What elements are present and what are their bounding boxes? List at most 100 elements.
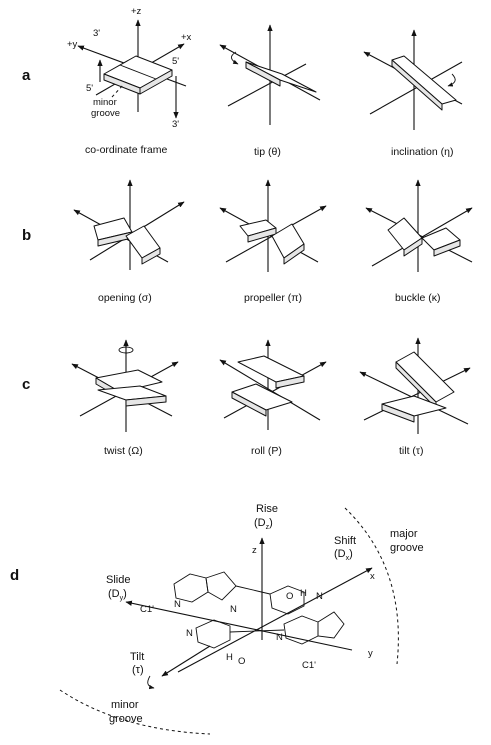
caption-tip: tip (θ) xyxy=(254,146,281,158)
incl-plate-side xyxy=(391,59,443,111)
minor-groove-arc xyxy=(59,689,211,735)
atom-N3: N xyxy=(186,628,193,639)
label-plus-x: +x xyxy=(181,32,192,43)
label-3prime-top: 3' xyxy=(93,28,100,39)
rise-sub-index: z xyxy=(266,524,270,531)
rear-ring-1 xyxy=(173,573,209,603)
label-rise: Rise xyxy=(256,503,278,515)
base-pair-step-diagram: O H N N N H O N N C1' C1' Rise (Dz) Shif… xyxy=(59,503,424,735)
front-ring-1 xyxy=(195,619,231,649)
atom-H2: H xyxy=(226,652,233,663)
major-groove-arc xyxy=(344,507,399,665)
buck-x-axis xyxy=(371,207,473,267)
tilt-plate-lower-side xyxy=(381,403,415,423)
plate-divider xyxy=(119,64,157,80)
caption-propeller: propeller (π) xyxy=(244,292,302,304)
tilt-x-axis xyxy=(363,367,471,421)
buck-plate-left-side xyxy=(403,237,423,257)
incl-plate xyxy=(391,55,457,105)
label-3prime-bottom: 3' xyxy=(172,119,179,130)
d-y-axis xyxy=(125,600,353,651)
label-slide: Slide xyxy=(106,574,130,586)
open-plate-right-side xyxy=(141,247,161,265)
label-groove: groove xyxy=(91,108,120,119)
incl-rotation-arrow xyxy=(447,73,456,87)
caption-opening: opening (σ) xyxy=(98,292,152,304)
atom-N5: N xyxy=(276,632,283,643)
roll-diagram xyxy=(219,339,327,430)
twist-rotation-arrow xyxy=(118,346,134,354)
atom-C1-right: C1' xyxy=(302,660,316,671)
label-axis-x: x xyxy=(370,571,375,582)
front-ring-3 xyxy=(317,611,345,639)
label-major: major xyxy=(390,528,418,540)
caption-roll: roll (P) xyxy=(251,445,282,457)
slide-sub-close: ) xyxy=(123,588,127,600)
atom-O1: O xyxy=(286,591,293,602)
label-minor-groove-d: groove xyxy=(109,713,143,725)
roll-plate-bottom-side xyxy=(231,391,267,417)
shift-sub-open: (D xyxy=(334,548,346,560)
label-5prime-left: 5' xyxy=(86,83,93,94)
roll-plate-top-side xyxy=(275,375,305,389)
buckle-diagram xyxy=(365,179,473,272)
row-label-c: c xyxy=(22,376,30,393)
plate-side-right xyxy=(139,69,173,95)
roll-y-axis xyxy=(219,359,321,421)
atom-N2: N xyxy=(174,599,181,610)
incl-x-axis xyxy=(369,61,463,115)
roll-x-axis xyxy=(223,361,327,419)
label-plus-y: +y xyxy=(67,39,78,50)
prop-plate-right-side xyxy=(283,243,305,265)
twist-plate-bottom-side xyxy=(125,395,167,407)
slide-sub-index: y xyxy=(120,595,124,602)
label-major-groove: groove xyxy=(390,542,424,554)
label-axis-z: z xyxy=(252,545,257,556)
row-label-b: b xyxy=(22,227,31,244)
rear-base-pair xyxy=(173,571,305,615)
rear-ring-3 xyxy=(269,585,305,615)
tip-x-axis xyxy=(227,63,307,107)
d-x-axis xyxy=(177,567,373,673)
opening-diagram xyxy=(73,179,185,270)
atom-H1: H xyxy=(300,588,307,599)
atom-O2: O xyxy=(238,656,245,667)
row-label-d: d xyxy=(10,567,19,584)
label-5prime-right: 5' xyxy=(172,56,179,67)
caption-buckle: buckle (κ) xyxy=(395,292,441,304)
slide-sub-open: (D xyxy=(108,588,120,600)
twist-diagram xyxy=(71,339,179,432)
atom-C1-left: C1' xyxy=(140,604,154,615)
row-label-a: a xyxy=(22,67,31,84)
label-slide-sub: (Dy) xyxy=(108,588,127,602)
propeller-diagram xyxy=(219,179,327,272)
tilt-axis-line xyxy=(161,645,211,677)
label-tilt-d-sub: (τ) xyxy=(132,664,144,676)
label-axis-y: y xyxy=(368,648,373,659)
caption-inclination: inclination (η) xyxy=(391,146,453,158)
tip-diagram xyxy=(219,24,321,125)
tip-rotation-arrow xyxy=(231,51,239,65)
front-base-pair xyxy=(195,611,345,649)
caption-tilt: tilt (τ) xyxy=(399,445,424,457)
rear-ring-2 xyxy=(205,571,237,601)
inclination-diagram xyxy=(363,29,463,130)
buck-plate-right-side xyxy=(433,239,461,257)
label-minor-d: minor xyxy=(111,699,139,711)
atom-N4: N xyxy=(230,604,237,615)
label-shift-sub: (Dx) xyxy=(334,548,353,562)
shift-sub-close: ) xyxy=(349,548,353,560)
label-tilt-d: Tilt xyxy=(130,651,144,663)
tilt-diagram xyxy=(359,337,471,434)
tip-plate-side xyxy=(245,61,281,87)
rear-hbond-link xyxy=(235,585,271,595)
minor-groove-pointer xyxy=(111,83,125,98)
tip-plate xyxy=(245,61,317,93)
rise-sub-open: (D xyxy=(254,517,266,529)
label-rise-sub: (Dz) xyxy=(254,517,273,531)
rise-sub-close: ) xyxy=(269,517,273,529)
label-minor: minor xyxy=(93,97,117,108)
shift-sub-index: x xyxy=(346,555,350,562)
caption-twist: twist (Ω) xyxy=(104,445,143,457)
caption-coordinate-frame: co-ordinate frame xyxy=(85,144,167,156)
